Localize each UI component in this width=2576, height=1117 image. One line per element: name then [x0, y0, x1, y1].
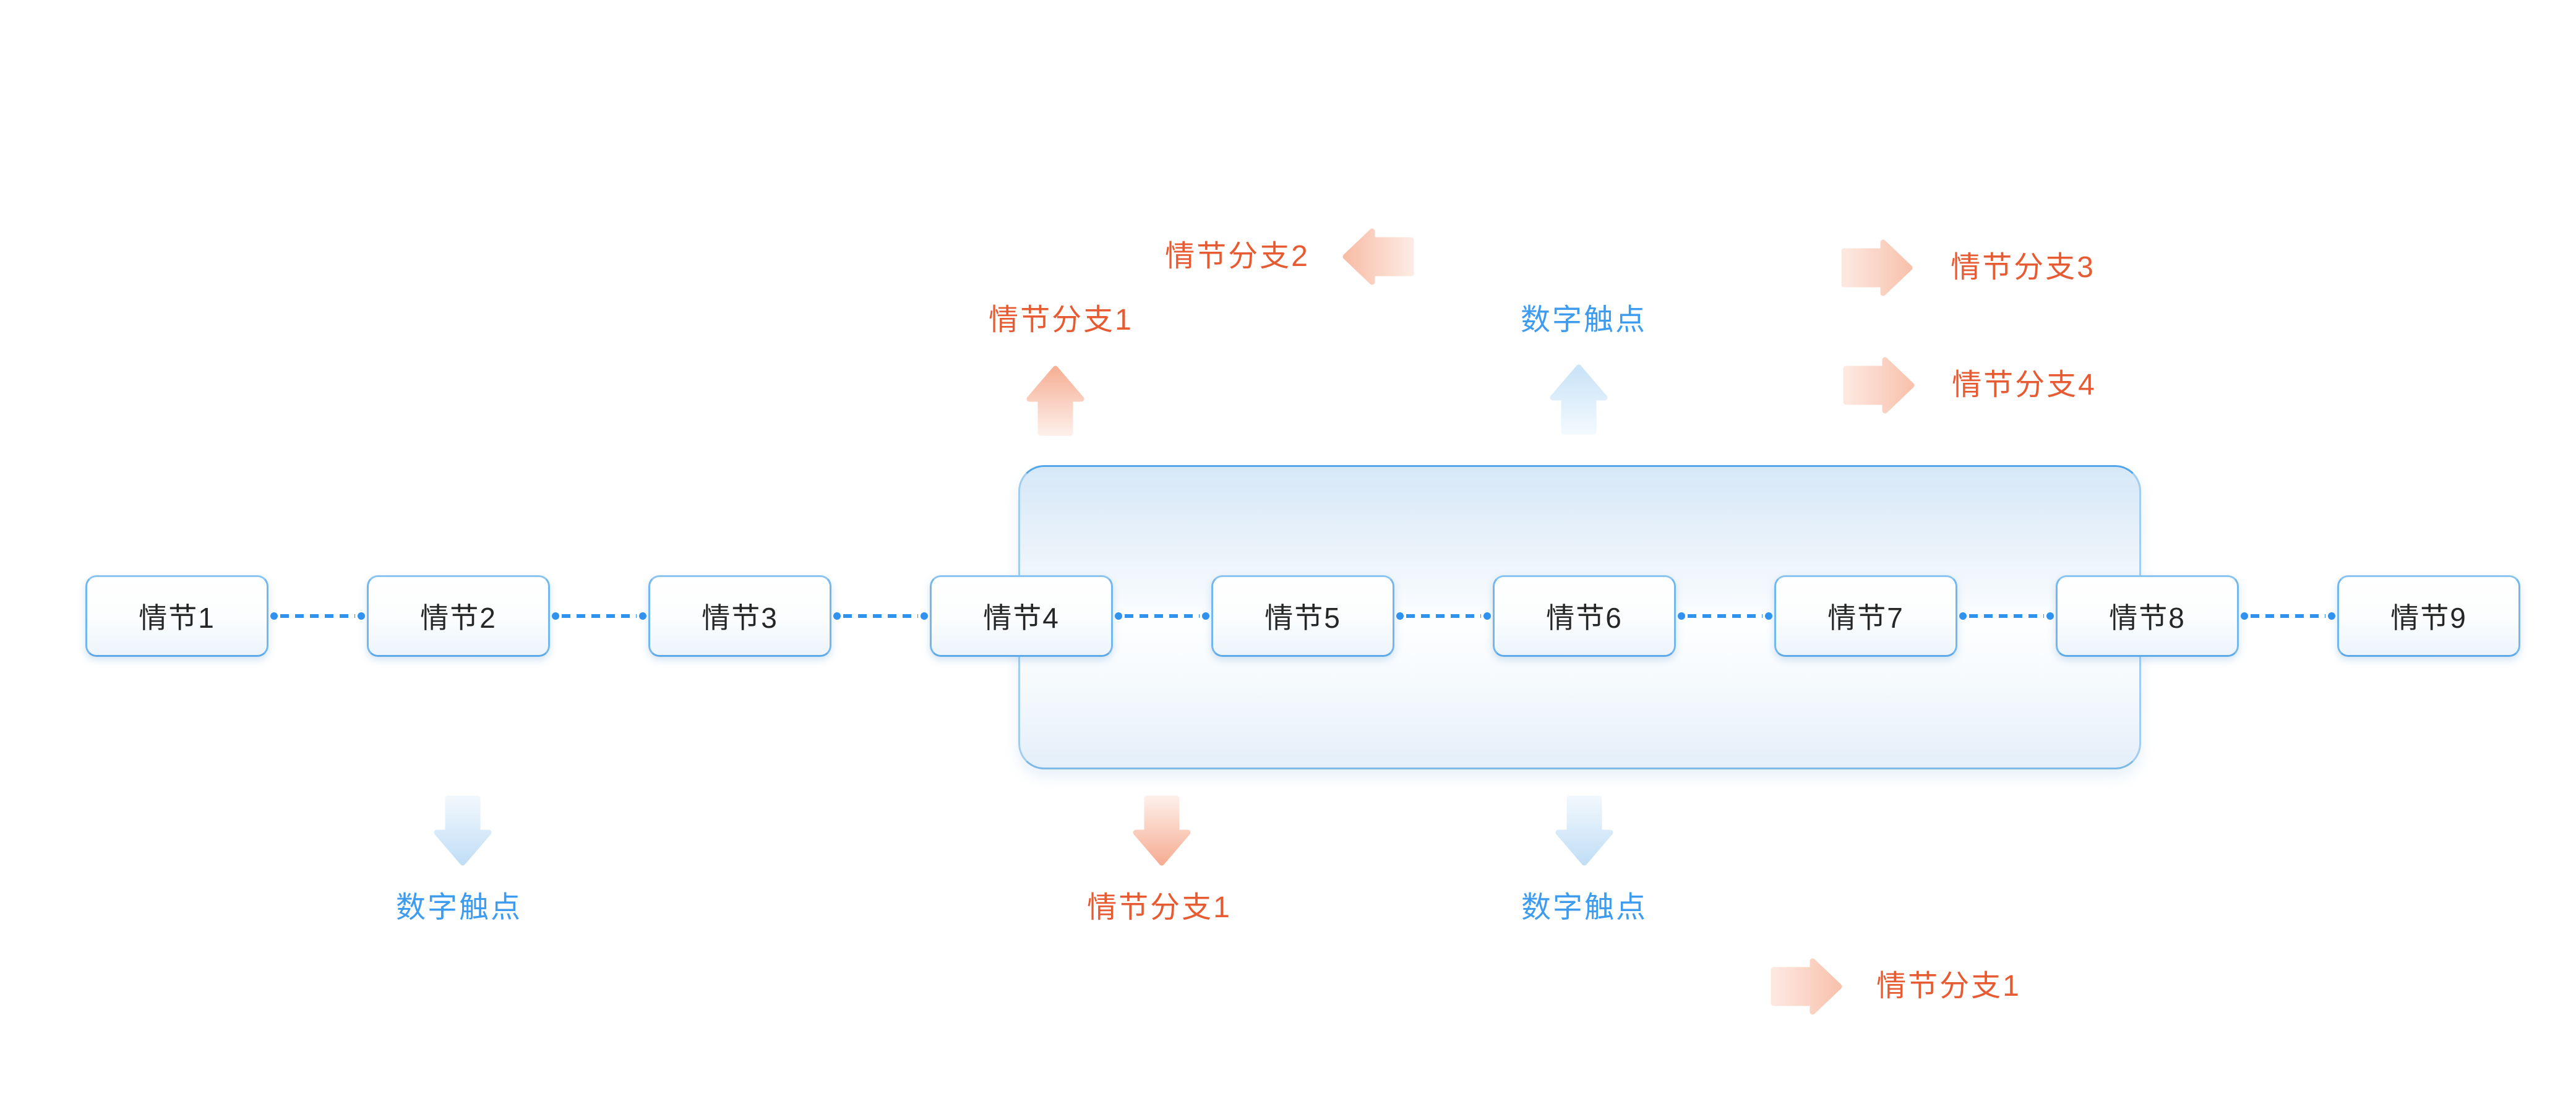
- connector-dashed-line: [2239, 609, 2337, 623]
- branch-label: 情节分支3: [1951, 251, 2095, 285]
- up-arrow-icon: [1550, 364, 1608, 435]
- down-arrow-icon: [434, 795, 492, 866]
- right-arrow-icon: [1843, 356, 1915, 414]
- plot-node[interactable]: 情节7: [1774, 575, 1957, 657]
- branch-label: 情节分支1: [989, 304, 1133, 337]
- touchpoint-label: 数字触点: [395, 891, 523, 925]
- left-arrow-icon: [1342, 228, 1414, 286]
- connector-dashed-line: [1676, 609, 1774, 623]
- right-arrow-icon: [1841, 239, 1913, 297]
- right-arrow-icon: [1771, 957, 1842, 1016]
- connector-dashed-line: [550, 609, 648, 623]
- branch-label: 情节分支2: [1165, 240, 1310, 273]
- connector-dashed-line: [1957, 609, 2056, 623]
- touchpoint-label: 数字触点: [1520, 304, 1647, 337]
- plot-node[interactable]: 情节2: [367, 575, 550, 657]
- plot-node[interactable]: 情节1: [85, 575, 268, 657]
- plot-node[interactable]: 情节4: [930, 575, 1113, 657]
- plot-node[interactable]: 情节8: [2056, 575, 2239, 657]
- touchpoint-label: 数字触点: [1521, 891, 1648, 925]
- plot-node[interactable]: 情节3: [648, 575, 831, 657]
- down-arrow-icon: [1555, 795, 1613, 866]
- plot-node[interactable]: 情节5: [1211, 575, 1394, 657]
- plot-node[interactable]: 情节9: [2337, 575, 2520, 657]
- branch-label: 情节分支4: [1952, 369, 2097, 402]
- connector-dashed-line: [1394, 609, 1493, 623]
- up-arrow-icon: [1026, 366, 1084, 436]
- connector-dashed-line: [268, 609, 367, 623]
- down-arrow-icon: [1133, 795, 1191, 866]
- plot-node[interactable]: 情节6: [1493, 575, 1676, 657]
- branch-label: 情节分支1: [1087, 891, 1232, 925]
- branch-label: 情节分支1: [1876, 970, 2021, 1003]
- connector-dashed-line: [831, 609, 930, 623]
- connector-dashed-line: [1113, 609, 1211, 623]
